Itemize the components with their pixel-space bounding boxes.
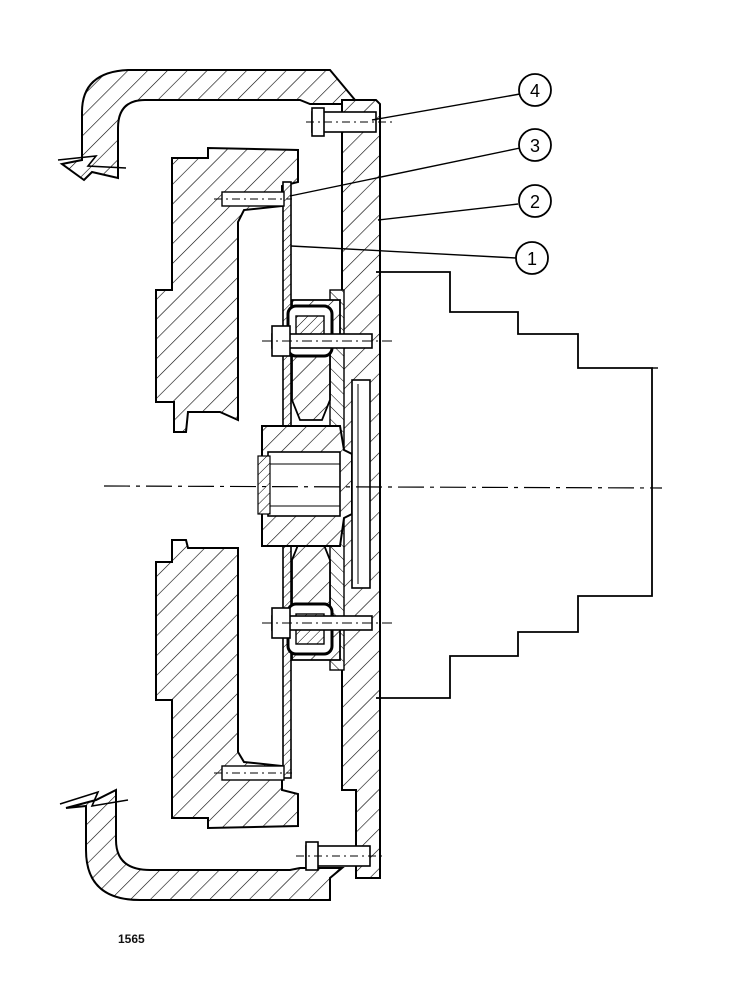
callout-2: 2 [518,184,552,218]
callout-4-label: 4 [530,81,540,101]
callout-1-label: 1 [527,249,537,269]
hub-bore [267,451,341,517]
break-line-top [57,155,127,169]
leader-line-3 [289,147,521,197]
leader-line-1 [290,245,517,259]
housing-top-section [59,69,356,182]
flywheel-upper-section [155,146,299,433]
flywheel-lower-section [155,539,299,830]
stepped-shaft-outline [376,271,653,699]
hub-recess [257,455,271,515]
callout-2-label: 2 [530,192,540,212]
break-line-bottom [59,790,129,808]
centre-line [103,485,663,489]
callout-4: 4 [518,73,552,107]
callout-3: 3 [518,128,552,162]
leader-line-2 [377,203,519,221]
housing-bottom-section [65,788,345,901]
leader-line-4 [371,93,521,121]
callout-1: 1 [515,241,549,275]
callout-3-label: 3 [530,136,540,156]
adapter-flange [351,379,371,589]
figure-number: 1565 [118,932,145,946]
